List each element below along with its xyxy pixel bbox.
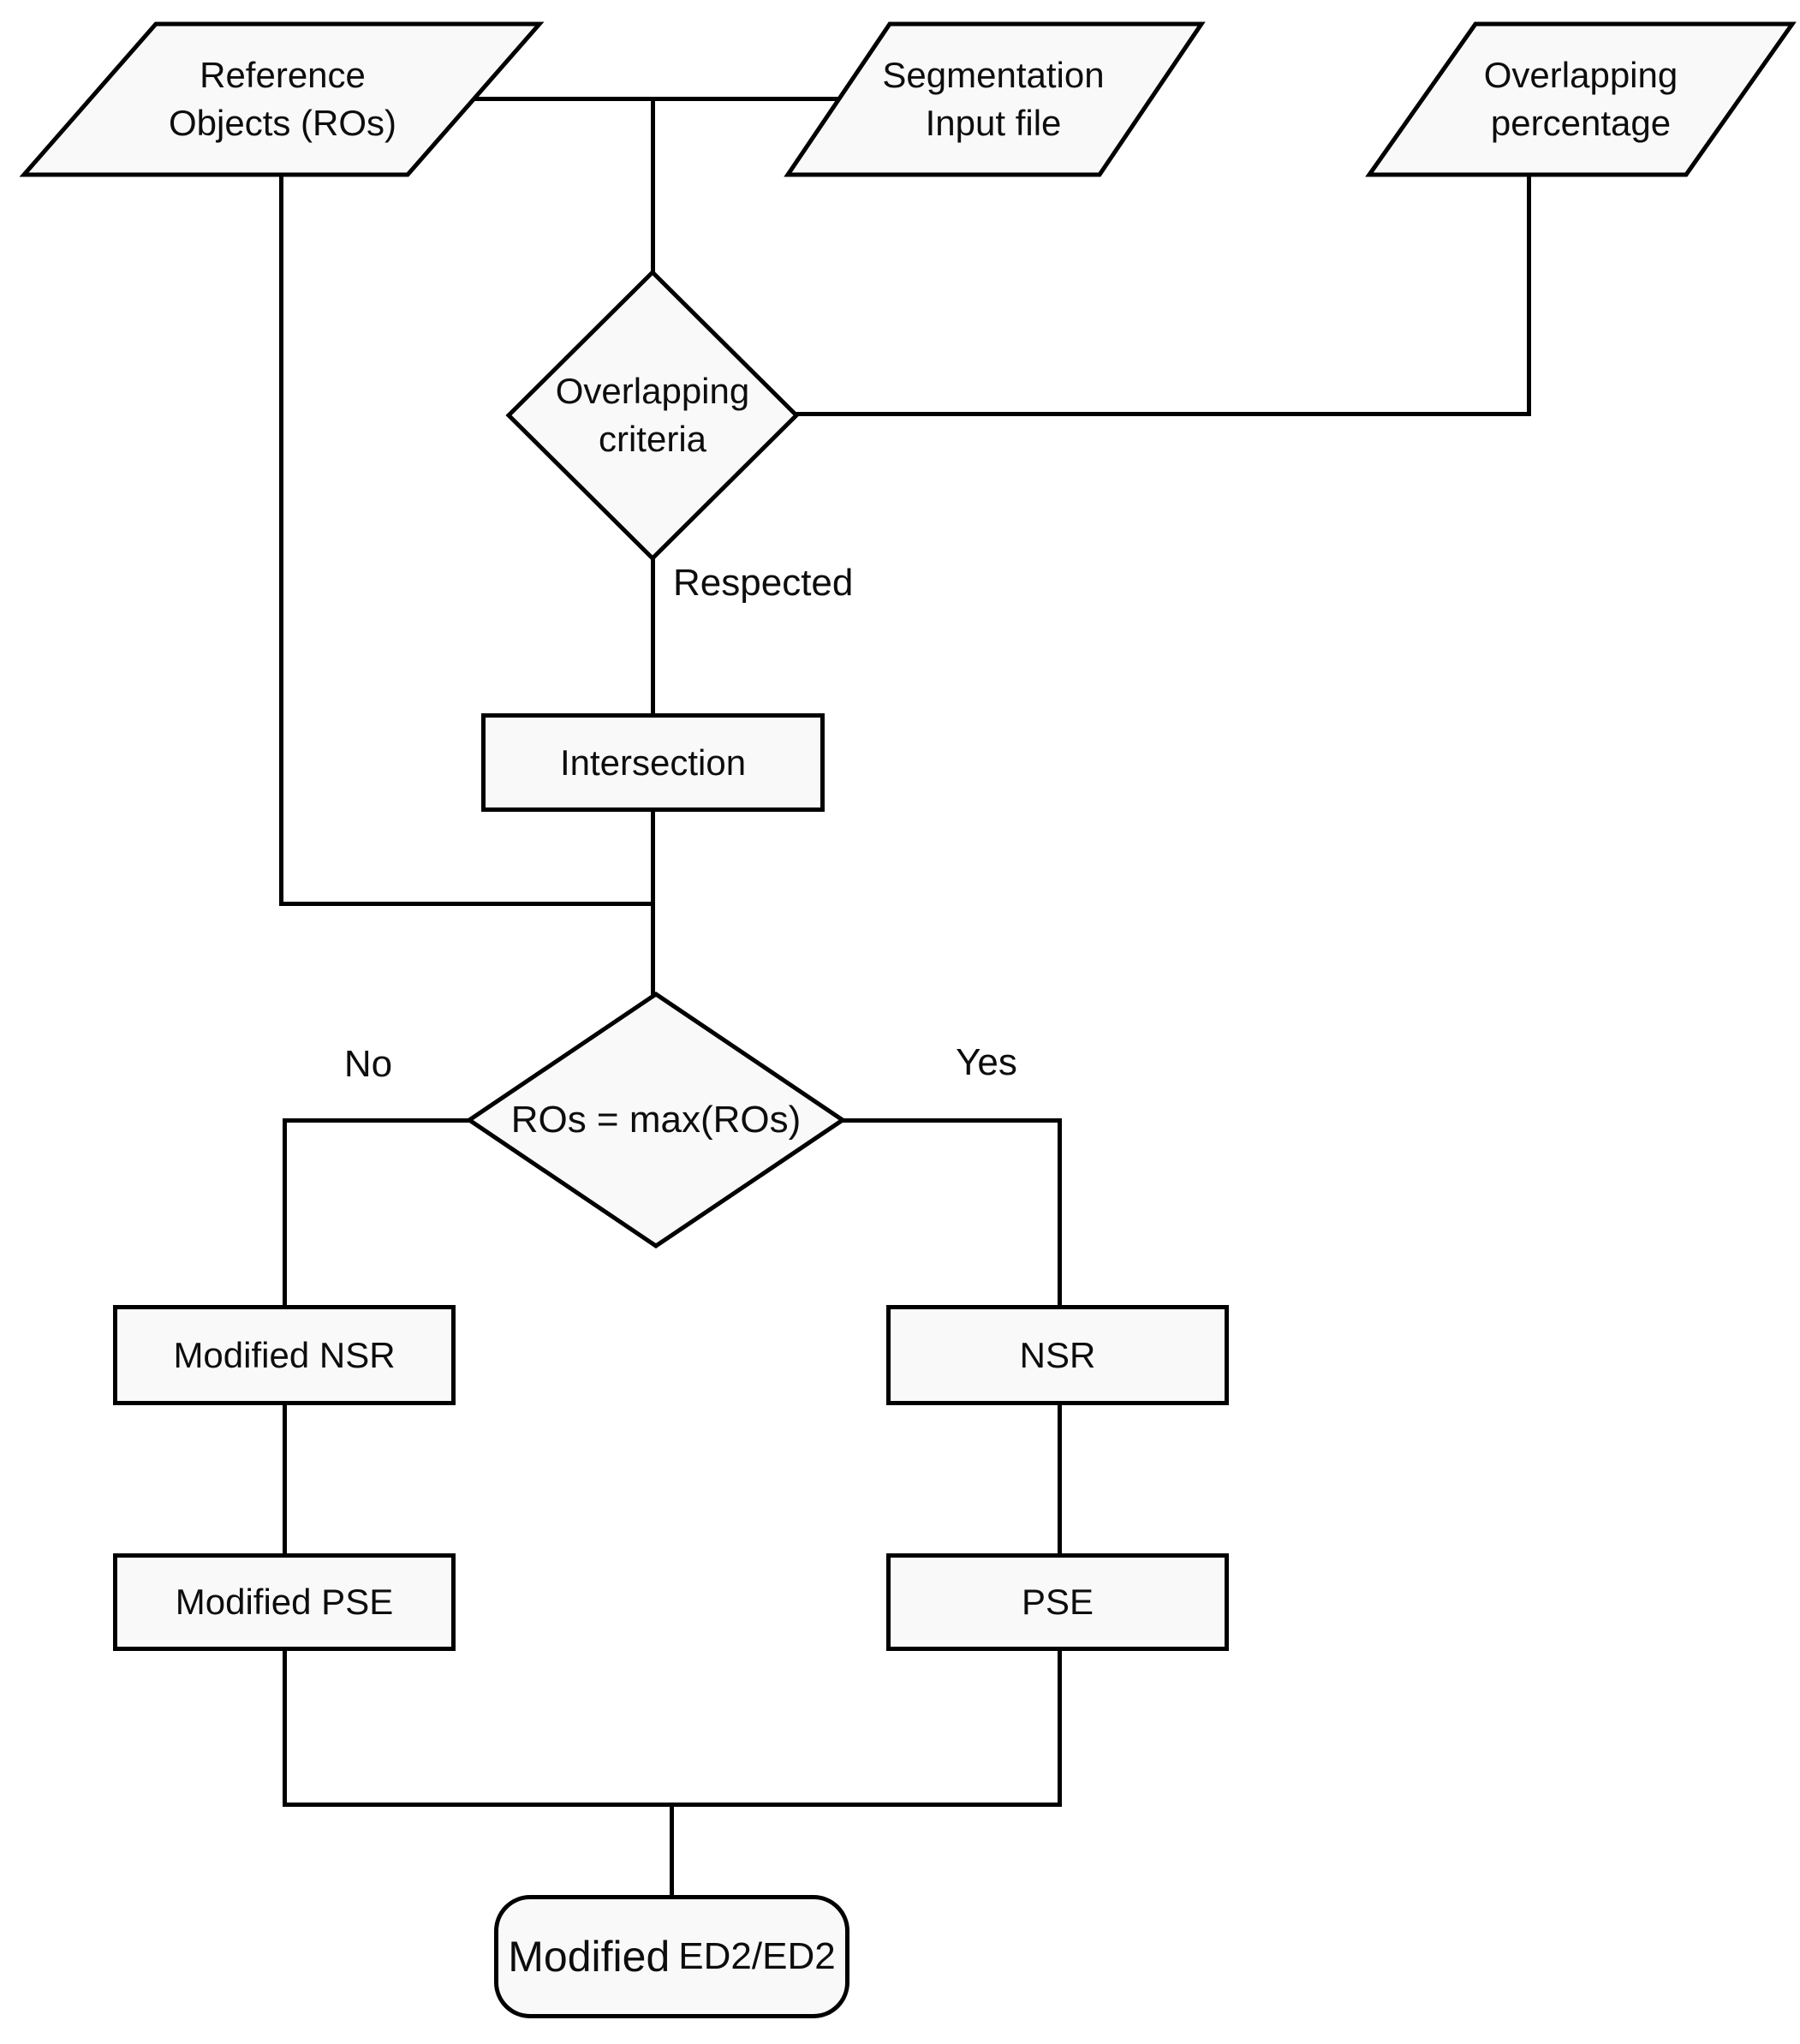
pse-label: PSE [1021,1582,1094,1622]
connector-no-horizontal [284,1118,471,1123]
nsr-label: NSR [1019,1334,1096,1375]
modified-nsr-box: Modified NSR [113,1305,456,1405]
connector-percentage-down [1527,173,1531,415]
ros-max-diamond [465,991,847,1249]
connector-yes-horizontal [841,1118,1060,1123]
connector-percentage-to-criteria [795,412,1531,416]
modified-ed2-terminator: Modified ED2/ED2 [494,1895,849,2018]
connector-criteria-to-intersection [651,557,655,715]
connector-ro-join [279,902,653,906]
connector-yes-vertical [1058,1118,1062,1307]
overlapping-criteria-diamond [505,269,800,562]
edge-label-yes: Yes [956,1041,1017,1083]
connector-ro-to-segmentation [474,97,839,101]
reference-objects-shape [19,21,545,177]
connector-no-vertical [283,1118,287,1307]
connector-to-final [670,1803,674,1897]
modified-ed2-label-prefix: Modified [508,1933,671,1981]
modified-nsr-label: Modified NSR [173,1334,396,1375]
modified-ed2-label-suffix: ED2/ED2 [678,1935,836,1977]
segmentation-input-shape [784,21,1206,177]
modified-pse-label: Modified PSE [175,1582,394,1622]
connector-intersection-to-rosmax [651,810,655,996]
overlapping-percentage-shape [1365,21,1797,177]
intersection-label: Intersection [559,742,747,783]
connector-ro-down [279,173,283,906]
edge-label-no: No [343,1043,393,1085]
intersection-box: Intersection [481,713,825,812]
connector-mnsr-to-mpse [283,1403,287,1555]
modified-pse-box: Modified PSE [113,1553,456,1651]
nsr-box: NSR [886,1305,1229,1405]
connector-pse-down [1058,1649,1062,1804]
connector-to-overlapping-criteria-top [651,98,655,274]
connector-nsr-to-pse [1058,1403,1062,1555]
connector-mpse-down [283,1649,287,1804]
pse-box: PSE [886,1553,1229,1651]
edge-label-respected: Respected [673,562,854,604]
